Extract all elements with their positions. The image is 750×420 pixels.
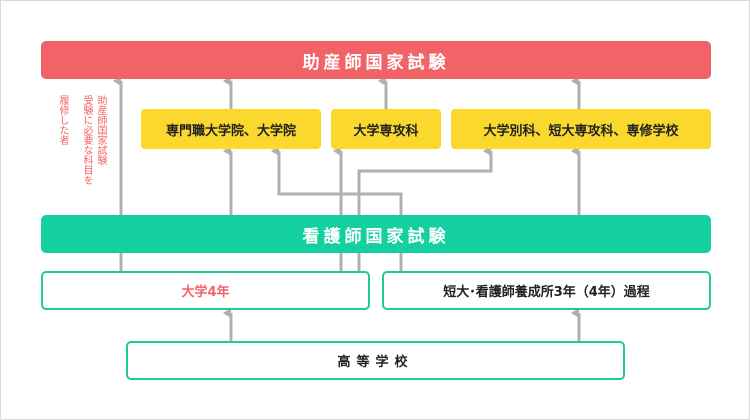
college-route-box: 短大･看護師養成所3年（4年）過程: [382, 271, 711, 310]
university-route-box: 大学4年: [41, 271, 370, 310]
special-programs-box: 大学別科、短大専攻科、専修学校: [451, 109, 711, 149]
note-line-a: 助産師国家試験: [95, 95, 106, 165]
advanced-course-box: 大学専攻科: [331, 109, 441, 149]
nurse-exam-banner: 看護師国家試験: [41, 215, 711, 253]
high-school-box: 高等学校: [126, 341, 625, 380]
note-line-c: 履修した者: [57, 95, 68, 145]
arrow-univ-to-programs: [357, 146, 493, 271]
midwife-exam-banner: 助産師国家試験: [41, 41, 711, 79]
note-line-b: 受験に必要な科目を: [81, 95, 92, 185]
graduate-school-box: 専門職大学院、大学院: [141, 109, 321, 149]
